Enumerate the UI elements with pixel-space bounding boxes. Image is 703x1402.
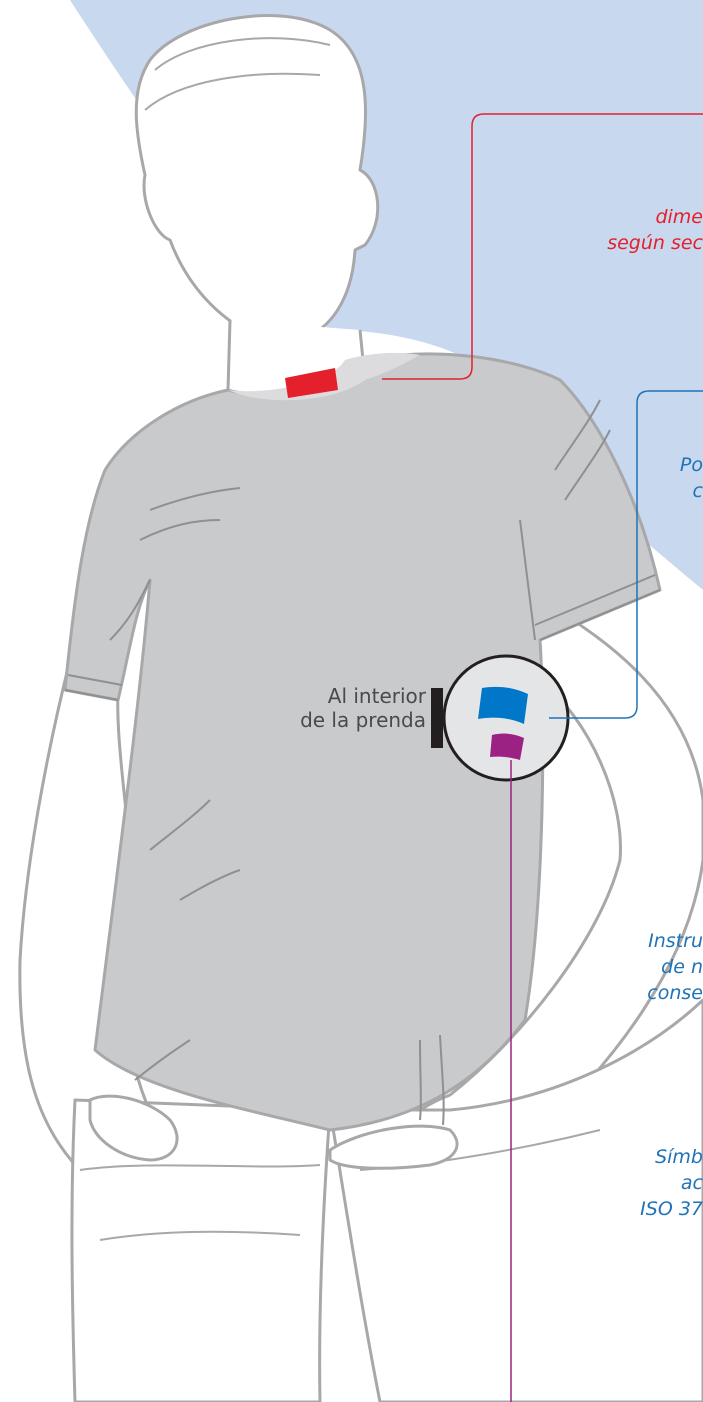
symbols-line-1: Símb <box>655 1146 703 1168</box>
figure-legs <box>70 998 703 1402</box>
care-line-2: de n <box>661 956 703 978</box>
care-line-3: conse <box>647 982 703 1004</box>
symbols-line-2: ac <box>680 1172 703 1194</box>
left-sleeve-cuff <box>64 674 123 701</box>
inside-garment-line-2: de la prenda <box>300 708 426 732</box>
care-line-1: Instru <box>648 930 703 952</box>
hands <box>88 1094 459 1170</box>
inside-garment-line-1: Al interior <box>327 684 426 708</box>
neck-leader-line <box>382 113 703 380</box>
symbols-line-3: ISO 37 <box>640 1198 703 1220</box>
right-sleeve-cuff <box>534 574 661 641</box>
side-seam-tag-icon <box>478 686 528 724</box>
iso-symbols-annotation: Símb ac ISO 37 <box>603 1144 703 1222</box>
side-tag-line-1: Po <box>679 454 703 476</box>
hair-detail <box>144 37 331 111</box>
neck-label-annotation: dime según sec <box>543 204 703 256</box>
inside-garment-label: Al interior de la prenda <box>300 684 426 732</box>
shirt-wrinkles <box>109 399 611 1126</box>
neck-label-line-1: dime <box>655 206 703 228</box>
side-tag-annotation: Po c <box>643 452 703 504</box>
figure-head <box>134 14 380 402</box>
side-tag-line-2: c <box>692 480 703 502</box>
neck-label-tag-icon <box>285 368 338 398</box>
neck-label-line-2: según sec <box>607 232 703 254</box>
side-leader-line <box>549 390 703 719</box>
inside-marker-icon <box>431 688 443 748</box>
care-tag-icon <box>490 733 524 760</box>
care-instructions-annotation: Instru de n conse <box>603 928 703 1006</box>
